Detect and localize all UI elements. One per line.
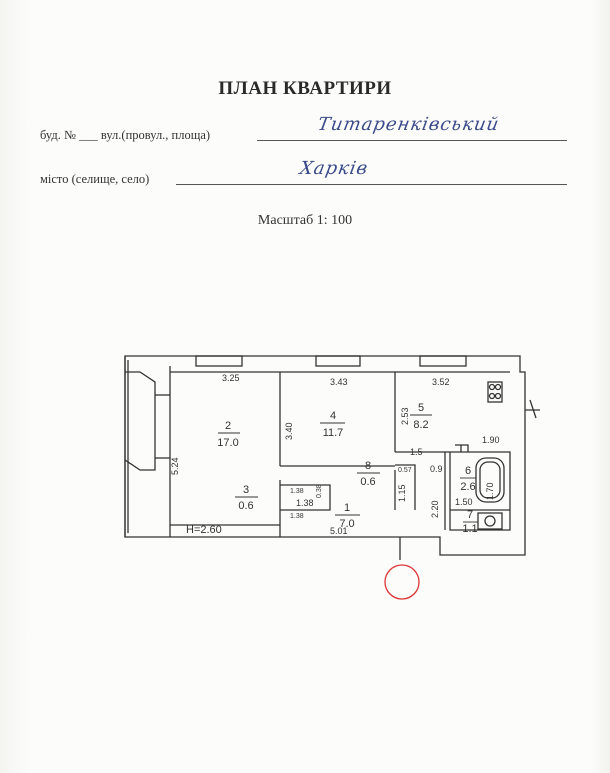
room-6-number: 6 <box>465 465 471 477</box>
street-label: буд. № ___ вул.(провул., площа) <box>40 128 211 142</box>
dim-label: 1.5 <box>410 447 423 457</box>
dim-label: 1.38 <box>290 488 304 495</box>
room-8-number: 8 <box>365 460 371 472</box>
room-4-number: 4 <box>330 410 336 422</box>
room-3-number: 3 <box>243 484 249 496</box>
ceiling-height: H=2.60 <box>186 524 222 536</box>
room-7-number: 7 <box>467 509 473 521</box>
dim-label: 1.38 <box>296 498 314 508</box>
dim-label: 3.40 <box>284 422 294 440</box>
city-label: місто (селище, село) <box>40 172 150 186</box>
dim-label: 5.01 <box>330 526 348 536</box>
dim-label: 1.38 <box>290 513 304 520</box>
street-underline <box>257 140 567 141</box>
dim-label: 0.57 <box>398 467 412 474</box>
dim-label: 1.50 <box>455 497 473 507</box>
dim-label: 3.25 <box>222 373 240 383</box>
room-7-area: 1.1 <box>462 523 477 535</box>
room-1-number: 1 <box>344 502 350 514</box>
dim-label: 2.53 <box>400 407 410 425</box>
dim-label: 1.70 <box>485 482 495 500</box>
room-3-area: 0.6 <box>238 500 253 512</box>
room-2-number: 2 <box>225 420 231 432</box>
page-title: ПЛАН КВАРТИРИ <box>218 78 392 99</box>
dim-label: 5.24 <box>170 457 180 475</box>
dim-label: 0.38 <box>316 484 323 498</box>
room-4-area: 11.7 <box>323 427 344 439</box>
dim-label: 1.15 <box>397 484 407 502</box>
room-5-area: 8.2 <box>413 419 428 431</box>
dim-label: 0.9 <box>430 464 443 474</box>
city-underline <box>176 184 567 185</box>
dim-label: 2.20 <box>430 500 440 518</box>
dim-label: 3.52 <box>432 377 450 387</box>
dim-label: 1.90 <box>482 435 500 445</box>
room-5-number: 5 <box>418 402 424 414</box>
dim-label: 3.43 <box>330 377 348 387</box>
room-1-area: 7.0 <box>339 518 354 530</box>
room-2-area: 17.0 <box>217 437 238 449</box>
room-8-area: 0.6 <box>360 476 375 488</box>
room-6-area: 2.6 <box>460 481 475 493</box>
scale-label: Масштаб 1: 100 <box>257 213 353 228</box>
